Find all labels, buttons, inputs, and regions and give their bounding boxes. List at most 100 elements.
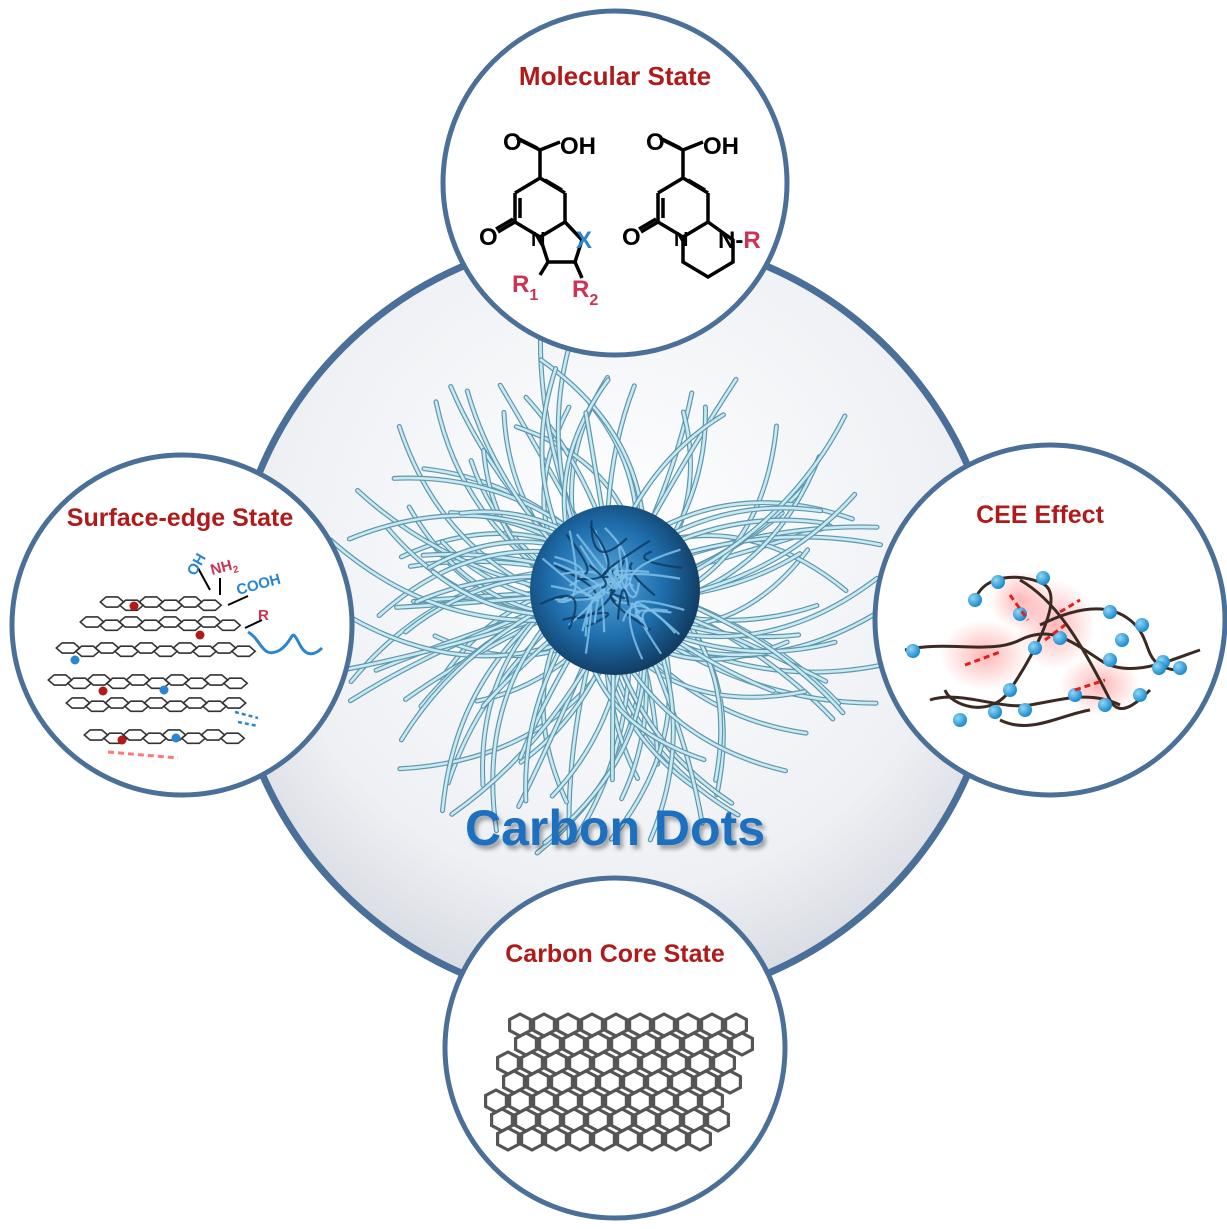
chem-o-left-top: O bbox=[503, 129, 522, 156]
lattice-hexagon bbox=[687, 1126, 713, 1152]
through-space-interaction bbox=[1059, 598, 1081, 614]
polymer-chain bbox=[1019, 578, 1152, 711]
surface-strand-highlight bbox=[466, 389, 565, 556]
graphene-sheet bbox=[47, 674, 249, 690]
surface-strand-highlight bbox=[415, 574, 539, 604]
surface-strand-highlight bbox=[668, 577, 879, 638]
chain-sphere bbox=[1098, 698, 1112, 712]
core-strand bbox=[581, 603, 593, 654]
core-strand bbox=[588, 564, 607, 589]
polymer-chain bbox=[999, 708, 1091, 727]
chain-sphere bbox=[1115, 633, 1129, 647]
surface-strand-highlight bbox=[556, 331, 578, 536]
surface-strand-highlight bbox=[635, 655, 806, 699]
polymer-chain bbox=[929, 695, 1121, 708]
core-strand bbox=[593, 594, 606, 633]
surface-strand-highlight bbox=[657, 501, 854, 531]
surface-strand-highlight bbox=[519, 648, 576, 760]
core-strand bbox=[615, 572, 681, 586]
chem-oh-left: OH bbox=[560, 133, 596, 160]
through-space-interaction bbox=[1074, 678, 1106, 692]
through-space-interaction bbox=[964, 650, 1001, 667]
core-strand bbox=[602, 565, 618, 582]
core-strand bbox=[590, 520, 628, 553]
surface-strand-highlight bbox=[343, 612, 560, 658]
surface-strand-highlight bbox=[392, 476, 583, 539]
graphene-layers bbox=[47, 596, 259, 760]
lattice-hexagon bbox=[567, 1126, 593, 1152]
chem-oh-right: OH bbox=[703, 133, 739, 160]
core-strand bbox=[628, 548, 681, 595]
lattice-hexagon bbox=[496, 1126, 521, 1152]
lattice-hexagon bbox=[615, 1126, 641, 1152]
polymer-chain bbox=[1039, 607, 1176, 672]
core-strand bbox=[616, 588, 630, 620]
polymer-chains bbox=[904, 571, 1201, 727]
lattice-hexagon bbox=[705, 1107, 731, 1133]
surface-strand-highlight bbox=[481, 612, 543, 787]
chain-sphere bbox=[906, 644, 920, 658]
chain-sphere bbox=[968, 593, 982, 607]
chain-sphere bbox=[1036, 571, 1050, 585]
core-strand bbox=[593, 529, 616, 590]
core-strand bbox=[643, 550, 683, 569]
surface-strand-highlight bbox=[683, 601, 845, 715]
chem-nr-n: N-R bbox=[718, 227, 761, 254]
chem-r2: R2 bbox=[572, 276, 598, 309]
graphene-sheet bbox=[65, 697, 247, 713]
chem-o-right-top: O bbox=[646, 129, 665, 156]
polymer-tail bbox=[247, 630, 324, 656]
graphene-sheet bbox=[79, 616, 242, 632]
core-strand bbox=[628, 602, 644, 660]
surface-strand-highlight bbox=[674, 611, 828, 683]
surface-strand-highlight bbox=[627, 413, 725, 519]
core-strand bbox=[557, 530, 578, 604]
through-space-interaction bbox=[1008, 594, 1030, 621]
r-bonds-left bbox=[538, 261, 584, 279]
surface-strand-highlight bbox=[624, 659, 787, 773]
surface-strand-highlight bbox=[670, 518, 829, 545]
carbon-dot-illustration bbox=[327, 317, 896, 856]
core-strands bbox=[539, 520, 685, 660]
surface-strand-highlight bbox=[441, 608, 548, 812]
lattice-hexagon bbox=[591, 1126, 617, 1152]
chain-sphere bbox=[1135, 618, 1149, 632]
graphene-sheet bbox=[55, 642, 257, 658]
core-strand bbox=[576, 525, 610, 581]
carbon-core-title: Carbon Core State bbox=[505, 940, 725, 968]
chain-sphere bbox=[988, 705, 1002, 719]
surface-strand-highlight bbox=[648, 378, 738, 525]
functional-dot bbox=[117, 735, 127, 745]
core-strand bbox=[584, 590, 622, 637]
core-strand bbox=[609, 589, 652, 631]
chain-sphere bbox=[1003, 683, 1017, 697]
surface-strand-highlight bbox=[668, 632, 837, 653]
surface-strand-highlight bbox=[591, 665, 706, 761]
cee-effect-panel: CEE Effect bbox=[872, 442, 1227, 798]
lattice-hexagon bbox=[519, 1126, 545, 1152]
core-strand bbox=[641, 608, 668, 631]
through-space-interaction bbox=[1044, 623, 1066, 642]
surface-strand-highlight bbox=[524, 396, 602, 521]
edge-highlight bbox=[107, 750, 179, 760]
group-r: R bbox=[258, 607, 269, 624]
surface-strand-highlight bbox=[491, 620, 550, 832]
center-title: Carbon Dots bbox=[465, 800, 765, 856]
surface-strand-highlight bbox=[611, 658, 615, 781]
core-strand bbox=[539, 594, 577, 630]
graphene-sheet bbox=[99, 596, 223, 612]
carbon-core-panel: Carbon Core State bbox=[442, 875, 788, 1221]
functional-dot bbox=[70, 655, 80, 665]
chain-sphere bbox=[1018, 703, 1032, 717]
chain-sphere bbox=[1103, 653, 1117, 667]
carbon-dot-core bbox=[530, 505, 700, 675]
chain-sphere bbox=[1013, 607, 1027, 621]
lattice-hexagon bbox=[717, 1069, 743, 1095]
core-strand bbox=[623, 582, 634, 600]
surface-strand-highlight bbox=[659, 506, 822, 541]
edge-arrows bbox=[234, 710, 259, 728]
chem-x-label: X bbox=[576, 227, 592, 254]
lattice-hexagon bbox=[639, 1126, 665, 1152]
surface-edge-panel: Surface-edge State OH NH2 COOH R bbox=[9, 452, 355, 798]
